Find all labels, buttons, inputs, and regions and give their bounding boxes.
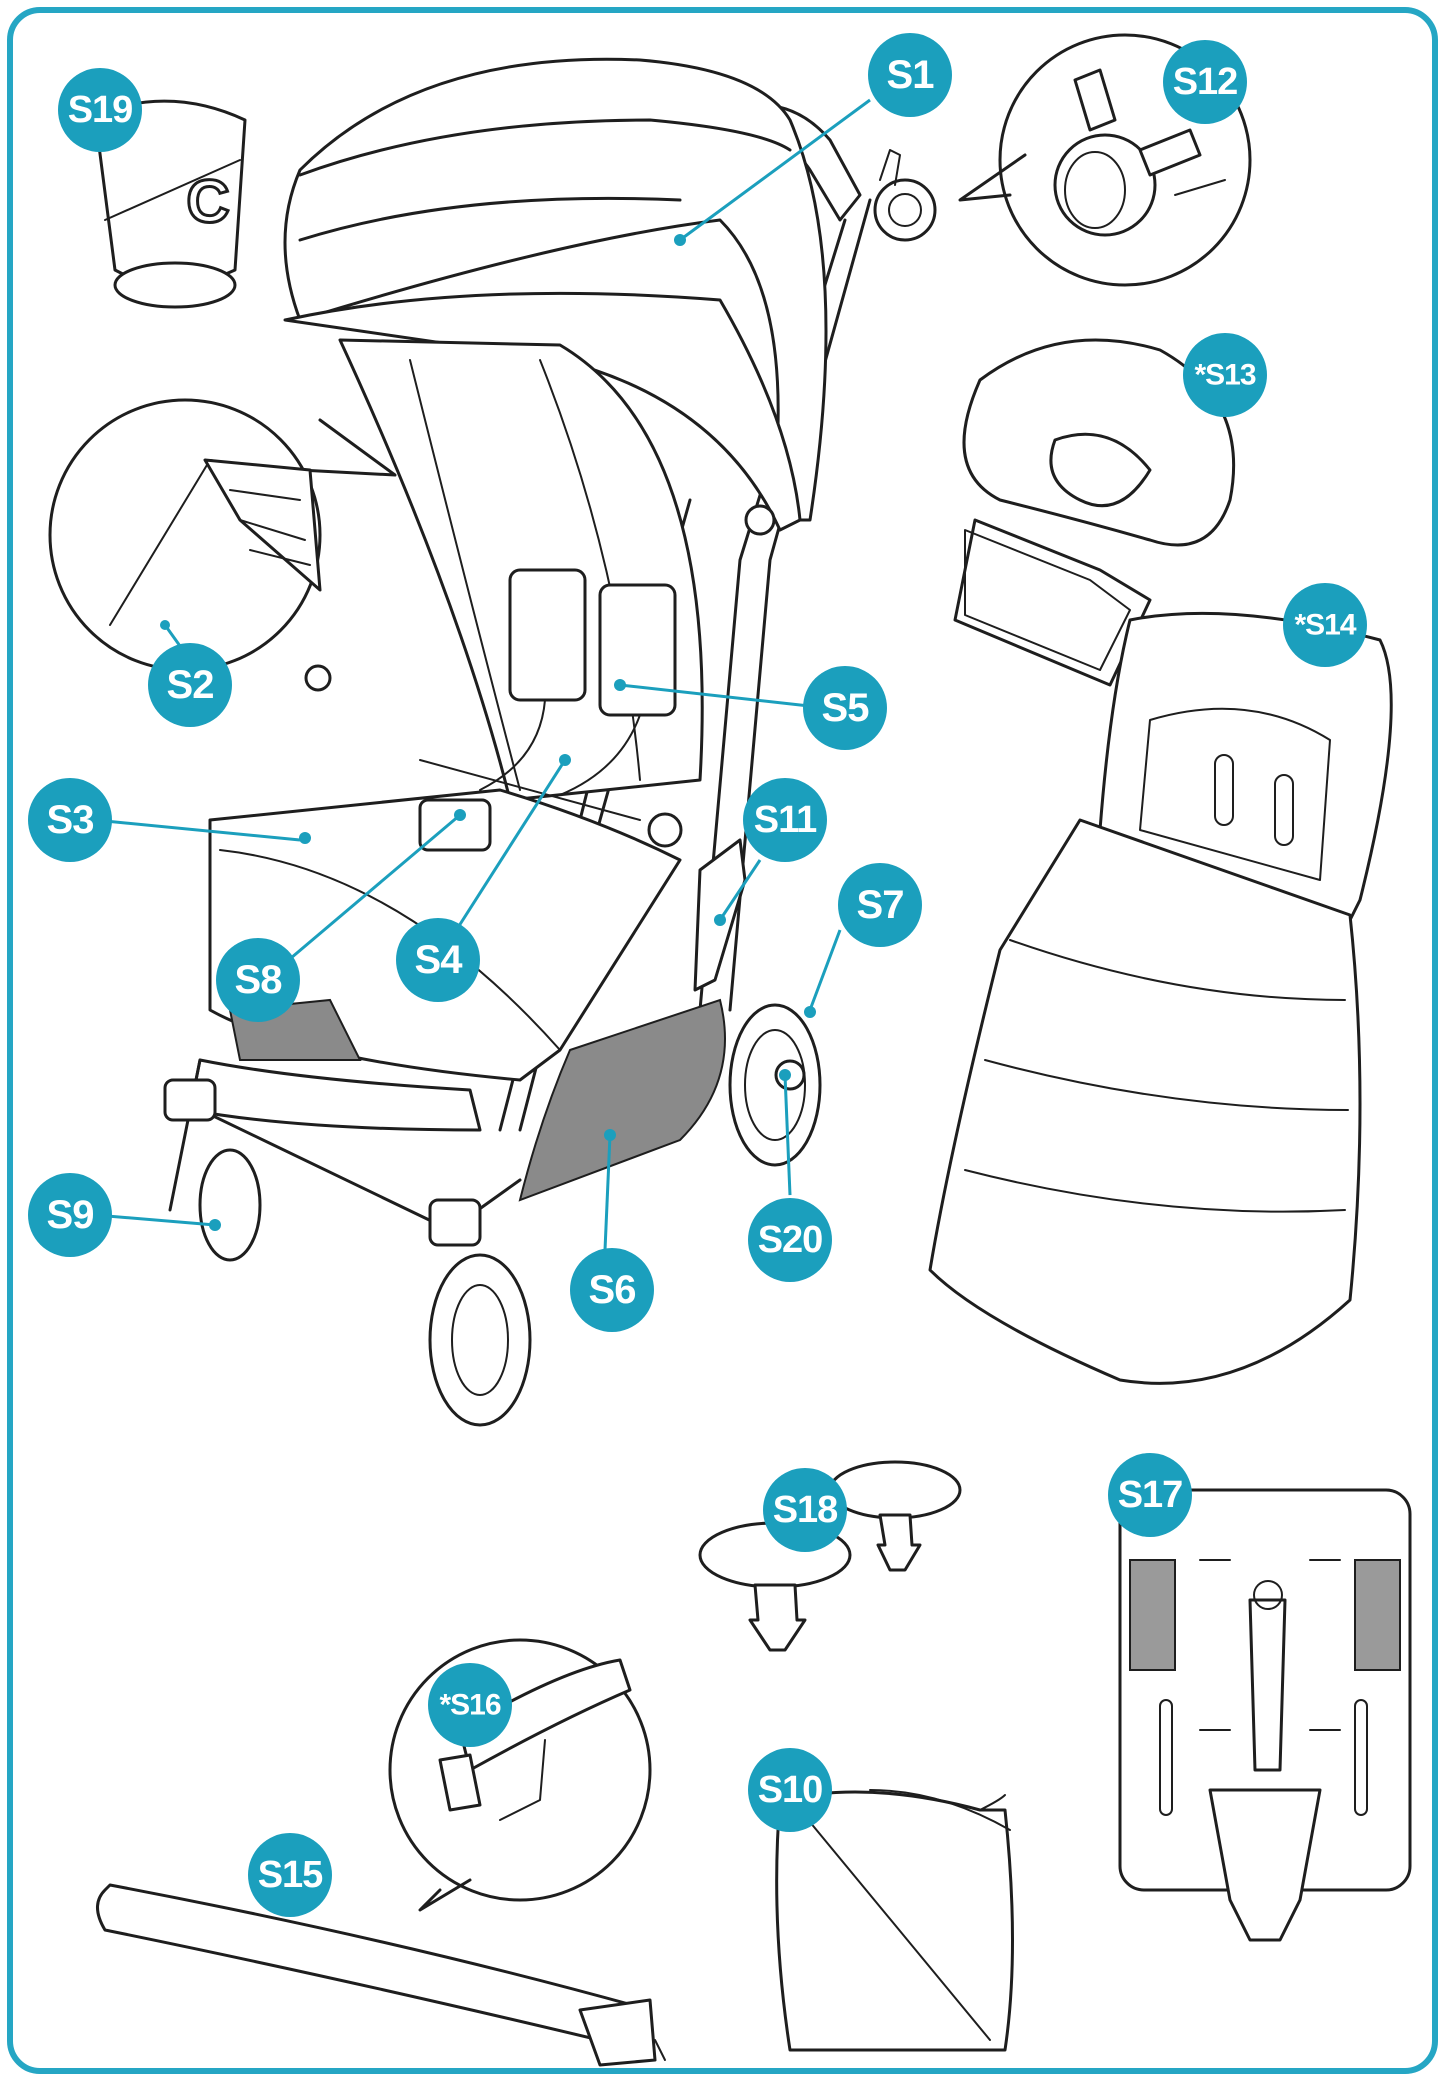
badge-s15: S15 [248,1833,332,1917]
leader-lines [94,98,871,1251]
badge-s4-label: S4 [415,938,464,982]
footmuff [928,611,1393,1385]
bumper-bar [96,1883,666,2067]
badge-s19: S19 [58,68,142,152]
badge-s6-label: S6 [589,1268,636,1312]
storage-bag [775,1789,1014,2052]
badge-s8-label: S8 [235,958,283,1002]
badge-s14-label: *S14 [1294,609,1356,642]
front-wheel-right [428,1253,532,1427]
badge-s17-label: S17 [1118,1474,1183,1516]
badge-s1: S1 [868,33,952,117]
rear-wheel [728,1003,822,1167]
badge-s10: S10 [748,1748,832,1832]
badge-s15-label: S15 [258,1854,323,1896]
badge-s7-label: S7 [857,883,904,927]
canopy-clip-detail [48,398,397,672]
badge-s4: S4 [396,918,480,1002]
badge-s17: S17 [1108,1453,1192,1537]
badge-s18-label: S18 [773,1489,838,1531]
badge-s16: *S16 [428,1663,512,1747]
seat-back-panel [1118,1488,1412,1942]
badge-s12: S12 [1163,40,1247,124]
front-wheel-left [198,1148,262,1262]
badge-s11: S11 [743,778,827,862]
badge-s6: S6 [570,1248,654,1332]
shoulder-pad-left [508,568,587,702]
harness-buckle [418,798,492,852]
diagram-frame [7,7,1438,2074]
badge-s8: S8 [216,938,300,1022]
badge-s5-label: S5 [822,686,870,730]
badge-s1-label: S1 [887,53,935,97]
badge-s14: *S14 [1283,583,1367,667]
bumper-zip-detail [388,1638,652,1912]
badge-s18: S18 [763,1468,847,1552]
badge-s11-label: S11 [754,799,817,841]
badge-s2-label: S2 [167,663,214,707]
basket-mesh [518,998,726,1202]
badge-s13-label: *S13 [1194,359,1255,392]
badge-s7: S7 [838,863,922,947]
cup-holder: C [93,99,247,309]
badge-s5: S5 [803,666,887,750]
badge-s2: S2 [148,643,232,727]
head-support-insert [953,338,1236,687]
cup-holder-letter: C [186,168,229,235]
shoulder-pad-right [598,583,677,717]
badge-s12-label: S12 [1173,61,1238,103]
canopy [283,57,828,522]
badge-s20-label: S20 [758,1219,823,1261]
badge-s3-label: S3 [47,798,94,842]
badge-s10-label: S10 [758,1769,823,1811]
leader-dots [209,234,816,1231]
badge-s9: S9 [28,1173,112,1257]
badge-s16-label: *S16 [439,1689,500,1722]
badge-s3: S3 [28,778,112,862]
badge-s19-label: S19 [68,89,133,131]
badge-s9-label: S9 [47,1193,94,1237]
badge-s20: S20 [748,1198,832,1282]
badge-s13: *S13 [1183,333,1267,417]
bell-on-handlebar [873,149,937,242]
